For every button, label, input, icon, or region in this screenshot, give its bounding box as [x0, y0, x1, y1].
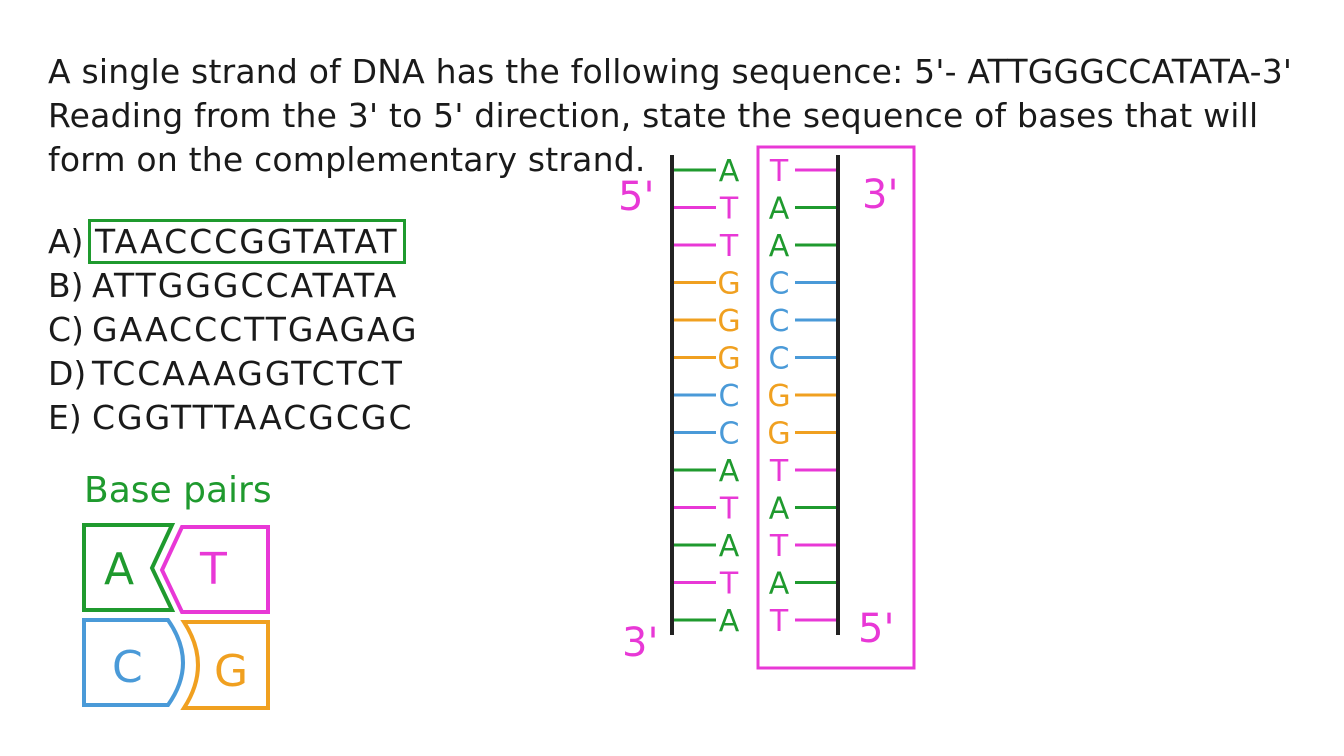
option-d[interactable]: D)TCCAAAGGTCTCT: [48, 352, 419, 396]
option-sequence: ATTGGGCCATATA: [92, 266, 399, 305]
left-bottom-label: 3': [622, 620, 658, 666]
base-pair-legend: A T C G: [82, 523, 270, 710]
option-e[interactable]: E) CGGTTTAACGCGC: [48, 396, 419, 440]
question-line-3: form on the complementary strand.: [48, 140, 646, 179]
legend-letter-a: A: [104, 544, 134, 595]
right-base-G: G: [767, 379, 790, 414]
legend-letter-c: C: [112, 642, 143, 693]
left-base-T: T: [719, 229, 739, 264]
left-base-T: T: [719, 192, 739, 227]
complementary-strand-highlight: [756, 145, 916, 670]
question-line-2: Reading from the 3' to 5' direction, sta…: [48, 96, 1259, 135]
option-a[interactable]: A)TAACCCGGTATAT: [48, 219, 419, 264]
right-base-G: G: [767, 417, 790, 452]
left-base-G: G: [717, 267, 740, 302]
legend-letter-t: T: [199, 544, 227, 595]
question-line-1: A single strand of DNA has the following…: [48, 52, 1293, 91]
right-top-label: 3': [862, 172, 898, 218]
left-base-G: G: [717, 304, 740, 339]
question-text: A single strand of DNA has the following…: [48, 50, 1318, 182]
left-base-A: A: [719, 604, 740, 639]
left-base-C: C: [719, 417, 740, 452]
adenine-shape: [82, 523, 176, 612]
option-letter: C): [48, 310, 84, 349]
right-base-T: T: [769, 604, 789, 639]
left-base-G: G: [717, 342, 740, 377]
thymine-shape: [159, 525, 270, 614]
option-sequence: GAACCCTTGAGAG: [92, 310, 419, 349]
option-sequence: TAACCCGGTATAT: [88, 219, 406, 264]
left-base-C: C: [719, 379, 740, 414]
left-base-A: A: [719, 454, 740, 489]
answer-options: A)TAACCCGGTATAT B)ATTGGGCCATATA C)GAACCC…: [48, 219, 419, 440]
legend-letter-g: G: [214, 646, 248, 697]
right-base-A: A: [769, 192, 790, 227]
right-base-C: C: [769, 267, 790, 302]
option-c[interactable]: C)GAACCCTTGAGAG: [48, 308, 419, 352]
base-pairs-title: Base pairs: [84, 470, 272, 511]
right-base-T: T: [769, 154, 789, 189]
right-bottom-label: 5': [858, 606, 894, 652]
cytosine-shape: [82, 618, 185, 707]
left-base-T: T: [719, 492, 739, 527]
option-letter: E): [48, 398, 82, 437]
left-base-A: A: [719, 154, 740, 189]
right-base-A: A: [769, 567, 790, 602]
guanine-shape: [180, 620, 270, 710]
left-base-A: A: [719, 529, 740, 564]
left-base-T: T: [719, 567, 739, 602]
right-base-T: T: [769, 529, 789, 564]
left-top-label: 5': [618, 174, 654, 220]
option-letter: A): [48, 222, 84, 261]
right-base-C: C: [769, 342, 790, 377]
right-base-A: A: [769, 229, 790, 264]
option-b[interactable]: B)ATTGGGCCATATA: [48, 264, 419, 308]
right-base-A: A: [769, 492, 790, 527]
right-base-C: C: [769, 304, 790, 339]
option-sequence: TCCAAAGGTCTCT: [92, 354, 404, 393]
option-letter: B): [48, 266, 84, 305]
right-base-T: T: [769, 454, 789, 489]
option-letter: D): [48, 354, 87, 393]
option-sequence: CGGTTTAACGCGC: [92, 398, 414, 437]
